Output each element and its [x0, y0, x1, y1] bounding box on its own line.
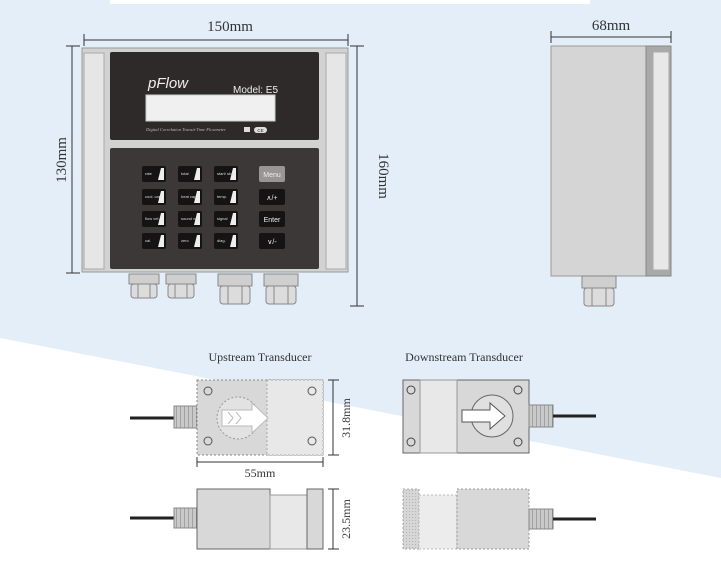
svg-text:∧/+: ∧/+: [266, 195, 277, 202]
transducer-length-label: 55mm: [245, 466, 276, 480]
left-side-rail: [83, 52, 105, 270]
fc-mark-icon: [244, 127, 250, 132]
svg-text:total: total: [181, 171, 189, 176]
downstream-side-wedge: [418, 494, 458, 550]
upstream-transducer-side: [130, 488, 324, 550]
svg-text:signal: signal: [217, 216, 228, 221]
downstream-flow-arrow-icon: [461, 401, 506, 431]
key-start-stop[interactable]: start/ stop: [214, 166, 238, 182]
total-height-label: 160mm: [375, 153, 391, 199]
enter-button[interactable]: Enter: [259, 211, 285, 227]
ce-mark-icon: [254, 127, 267, 133]
downstream-side-end: [402, 488, 420, 550]
svg-text:temp.: temp.: [217, 194, 227, 199]
upstream-screw-hole: [307, 436, 317, 446]
upstream-screw-hole: [203, 436, 213, 446]
keypad-panel: [110, 148, 319, 269]
svg-text:Menu: Menu: [263, 172, 281, 179]
downstream-screw-hole: [406, 437, 416, 447]
upstream-connector: [173, 405, 199, 429]
top-strip: [110, 0, 590, 4]
svg-text:cool. cap.: cool. cap.: [145, 194, 162, 199]
cable-gland-3: [217, 273, 253, 305]
upstream-side-connector: [173, 507, 199, 529]
key-heat-capacity[interactable]: heat cap.: [178, 189, 202, 205]
front-width-label: 150mm: [207, 19, 253, 35]
key-sound-velocity[interactable]: sound vel.: [178, 211, 202, 227]
downstream-transducer-top: [402, 379, 596, 454]
cable-gland-2: [165, 273, 197, 299]
upstream-transducer-top: [130, 379, 324, 456]
key-temperature[interactable]: temp.: [214, 189, 238, 205]
upstream-side-end: [306, 488, 324, 550]
upstream-screw-hole: [203, 386, 213, 396]
menu-button[interactable]: Menu: [259, 166, 285, 182]
cable-gland-1: [128, 273, 160, 299]
key-diagnostics[interactable]: diag.: [214, 233, 238, 249]
svg-text:diag.: diag.: [217, 238, 226, 243]
upstream-wedge: [266, 379, 324, 456]
svg-text:cal.: cal.: [145, 238, 151, 243]
downstream-wedge: [419, 379, 458, 454]
key-signal[interactable]: signal: [214, 211, 238, 227]
brand-logo: pFlow: [147, 75, 189, 92]
upstream-flow-arrow-icon: [221, 401, 269, 435]
side-depth-label: 68mm: [592, 18, 631, 34]
side-rail: [652, 51, 670, 271]
svg-text:Enter: Enter: [264, 217, 281, 224]
device-subtitle: Digital Correlation Transit-Time Flowmet…: [145, 127, 226, 132]
svg-text:sound vel.: sound vel.: [181, 216, 199, 221]
upstream-screw-hole: [307, 386, 317, 396]
svg-text:∨/-: ∨/-: [267, 239, 277, 246]
key-cooling-capacity[interactable]: cool. cap.: [142, 189, 166, 205]
downstream-side-body: [456, 488, 530, 550]
upstream-side-wedge: [269, 494, 308, 550]
up-plus-button[interactable]: ∧/+: [259, 189, 285, 205]
svg-text:heat cap.: heat cap.: [181, 194, 197, 199]
upstream-transducer-title: Upstream Transducer: [209, 350, 312, 364]
downstream-screw-hole: [406, 385, 416, 395]
svg-text:start/ stop: start/ stop: [217, 171, 235, 176]
model-label: Model: E5: [233, 85, 278, 96]
downstream-transducer-title: Downstream Transducer: [405, 350, 523, 364]
key-flow-velocity[interactable]: flow vel.: [142, 211, 166, 227]
side-view: 68mm: [550, 18, 672, 307]
transducer-height-label: 23.5mm: [339, 499, 353, 539]
key-total[interactable]: total: [178, 166, 202, 182]
key-rate[interactable]: rate: [142, 166, 166, 182]
ce-mark-text: CE: [257, 128, 263, 133]
svg-text:zero: zero: [181, 238, 190, 243]
svg-text:rate: rate: [145, 171, 153, 176]
downstream-transducer-side: [402, 488, 596, 550]
svg-text:flow vel.: flow vel.: [145, 216, 159, 221]
lcd-screen: [145, 94, 276, 122]
front-height-label: 130mm: [54, 137, 70, 183]
upstream-side-body: [196, 488, 271, 550]
down-minus-button[interactable]: ∨/-: [259, 233, 285, 249]
cable-gland-4: [263, 273, 299, 305]
downstream-side-connector: [528, 508, 554, 530]
key-calibration[interactable]: cal.: [142, 233, 166, 249]
downstream-screw-hole: [513, 385, 523, 395]
front-view: 150mm 130mm 160mm pFlow Model: E5 Digita…: [54, 19, 391, 307]
right-side-rail: [325, 52, 347, 270]
transducer-width-label: 31.8mm: [339, 398, 353, 438]
key-zero[interactable]: zero: [178, 233, 202, 249]
downstream-screw-hole: [513, 437, 523, 447]
side-cable-gland: [581, 275, 617, 307]
downstream-connector: [528, 404, 554, 428]
